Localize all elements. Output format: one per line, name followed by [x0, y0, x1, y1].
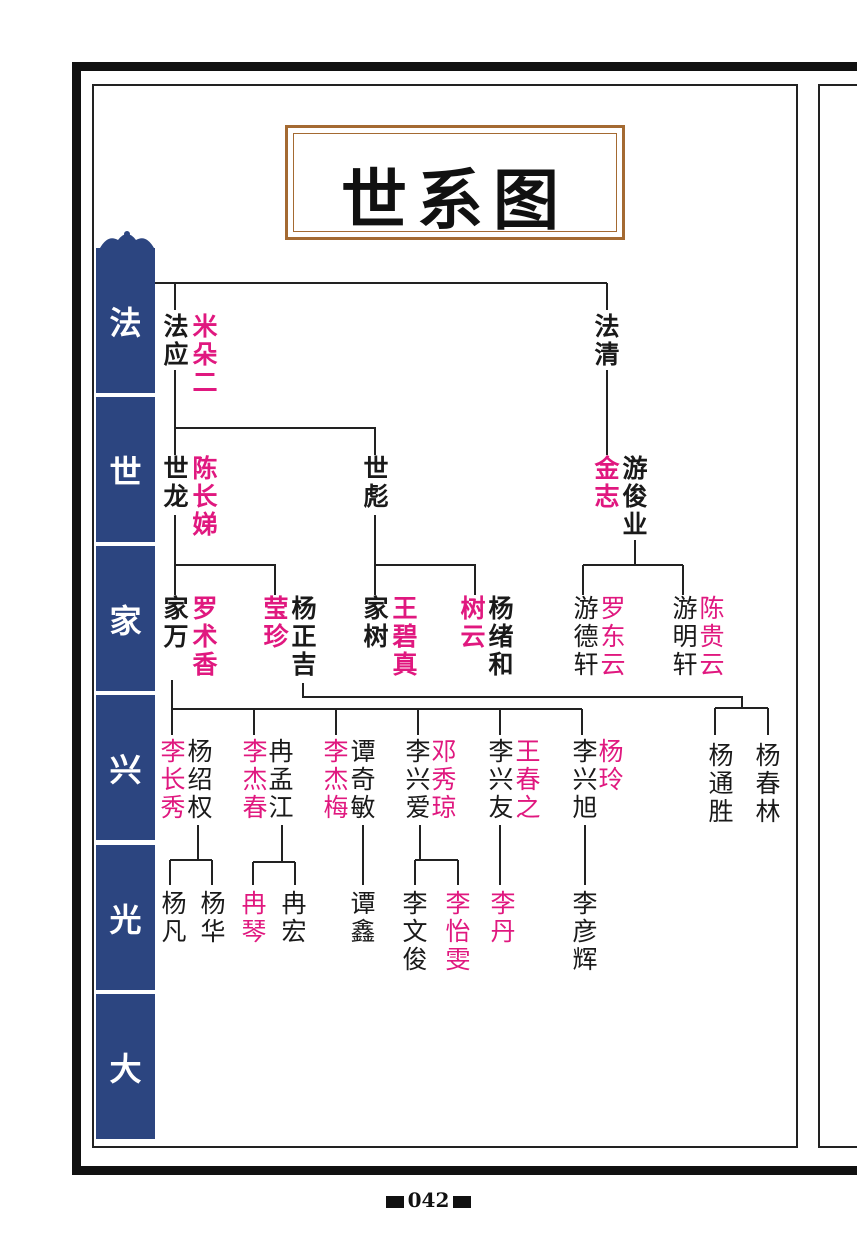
person-you-jun-ye: 游俊业: [622, 454, 648, 539]
person-jia-shu: 家树: [363, 594, 389, 651]
line-yang-shao-quan: [169, 825, 213, 885]
person-yang-chun-lin: 杨春林: [755, 741, 781, 826]
title-frame-inner: [293, 133, 617, 232]
title-box: 世系图: [285, 125, 625, 240]
generation-da: 大: [96, 994, 155, 1139]
person-tan-xin: 谭鑫: [350, 889, 376, 946]
inner-frame: [92, 84, 798, 1148]
spouse-yang-shao-quan: 杨绍权: [187, 737, 213, 822]
spouse-deng-xiu-qiong: 邓秀琼: [431, 737, 457, 822]
person-shi-biao: 世彪: [363, 454, 389, 511]
spouse-wang-bi-zhen: 王碧真: [392, 594, 418, 679]
spouse-tan-qi-min: 谭奇敏: [350, 737, 376, 822]
spouse-luo-dong-yun: 罗东云: [600, 594, 626, 679]
person-ying-zhen: 莹珍: [263, 594, 289, 651]
generation-shi: 世: [96, 397, 155, 542]
person-li-xing-you: 李兴友: [488, 737, 514, 822]
person-li-yi-wen: 李怡雯: [445, 889, 471, 974]
line-shi-biao: [374, 515, 476, 595]
line-root: [155, 282, 608, 310]
line-jia-wan: [171, 680, 583, 735]
spouse-yang-ling: 杨玲: [598, 737, 624, 794]
generation-guang: 光: [96, 845, 155, 990]
spouse-yang-xu-he: 杨绪和: [488, 594, 514, 679]
person-ran-hong: 冉宏: [281, 889, 307, 946]
crown-ornament-icon: [100, 231, 154, 248]
generation-xing: 兴: [96, 695, 155, 840]
line-li-xing-ai: [414, 825, 459, 885]
line-shi-long: [174, 515, 276, 595]
person-shi-long: 世龙: [163, 454, 189, 511]
spouse-chen-gui-yun: 陈贵云: [699, 594, 725, 679]
next-page-frame: [818, 84, 857, 1148]
person-yang-tong-sheng: 杨通胜: [708, 741, 734, 826]
outer-frame: [72, 62, 857, 1175]
person-you-ming-xuan: 游明轩: [672, 594, 698, 679]
page-footer: 042: [0, 1188, 857, 1212]
spouse-mi-duo-er: 米朵二: [192, 312, 218, 397]
person-yang-fan: 杨凡: [161, 889, 187, 946]
spouse-ran-meng-jiang: 冉孟江: [268, 737, 294, 822]
page-title: 世系图: [341, 161, 569, 239]
person-yang-hua: 杨华: [200, 889, 226, 946]
spouse-wang-chun-zhi: 王春之: [515, 737, 541, 822]
person-you-de-xuan: 游德轩: [573, 594, 599, 679]
spouse-jin-zhi: 金志: [594, 454, 620, 511]
person-li-wen-jun: 李文俊: [402, 889, 428, 974]
line-fa-ying: [174, 370, 376, 455]
line-you-jun-ye: [582, 540, 684, 595]
person-fa-qing: 法清: [594, 312, 620, 369]
generation-jia: 家: [96, 546, 155, 691]
person-li-jie-chun: 李杰春: [242, 737, 268, 822]
person-fa-ying: 法应: [163, 312, 189, 369]
page-number: 042: [407, 1188, 450, 1212]
spouse-luo-shu-xiang: 罗术香: [192, 594, 218, 679]
line-yang-zheng-ji: [302, 683, 769, 735]
title-frame-outer: [285, 125, 625, 240]
person-li-jie-mei: 李杰梅: [323, 737, 349, 822]
person-jia-wan: 家万: [163, 594, 189, 651]
person-shu-yun: 树云: [460, 594, 486, 651]
generation-fa: 法: [96, 248, 155, 393]
person-li-dan: 李丹: [490, 889, 516, 946]
line-ran-meng-jiang: [252, 825, 296, 885]
square-icon: [385, 1195, 404, 1208]
person-li-xing-xu: 李兴旭: [572, 737, 598, 822]
person-li-yan-hui: 李彦辉: [572, 889, 598, 974]
person-li-chang-xiu: 李长秀: [160, 737, 186, 822]
person-li-xing-ai: 李兴爱: [405, 737, 431, 822]
square-icon: [453, 1195, 472, 1208]
person-ran-qin: 冉琴: [241, 889, 267, 946]
spouse-chen-chang-di: 陈长娣: [192, 454, 218, 539]
spouse-yang-zheng-ji: 杨正吉: [291, 594, 317, 679]
